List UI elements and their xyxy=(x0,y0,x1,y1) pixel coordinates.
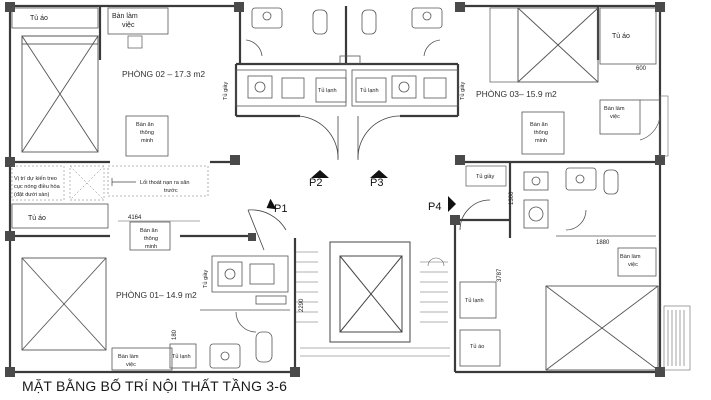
wardrobe-right-bottom xyxy=(459,329,501,367)
desk-right-bottom xyxy=(617,247,657,277)
shoe-cabinet-label-01: Tủ giầy xyxy=(202,269,209,288)
stairs xyxy=(296,251,450,357)
desk-label-room02: Bàn làm xyxy=(112,13,138,20)
room03-label: PHÒNG 03– 15.9 m2 xyxy=(476,89,557,99)
bathrooms-top xyxy=(245,7,443,65)
wardrobe-room01 xyxy=(11,203,109,229)
bed-room03 xyxy=(517,7,599,83)
dining-table-room02 xyxy=(125,115,169,157)
ac-note-line1: Vị trí dự kiến treo xyxy=(14,176,57,182)
wardrobe-label-room02: Tủ áo xyxy=(30,14,48,22)
desk-room02 xyxy=(107,7,169,35)
fridge-room01 xyxy=(169,343,197,369)
desk-room03 xyxy=(599,99,641,135)
dining-table-room03 xyxy=(521,111,565,155)
dim-3787: 3787 xyxy=(497,268,503,282)
wardrobe-label-room01: Tủ áo xyxy=(28,214,46,222)
dining-label2-room03: thông xyxy=(534,130,548,136)
plan-title: MẶT BẰNG BỐ TRÍ NỘI THẤT TẦNG 3-6 xyxy=(22,378,288,394)
wall-columns xyxy=(5,2,665,377)
desk-label2-room01: việc xyxy=(126,362,136,368)
door-marker-p3 xyxy=(370,170,388,178)
emergency-arrow xyxy=(111,178,136,186)
door-arc-p1 xyxy=(247,209,287,251)
shoe-cabinet-label-02: Tủ giầy xyxy=(222,81,229,100)
dining-label3-room01: minh xyxy=(145,244,157,250)
door-marker-p1 xyxy=(266,198,277,210)
dining-label3-room02: minh xyxy=(141,138,153,144)
dining-label2-room01: thông xyxy=(144,236,158,242)
desk-label2-room03: việc xyxy=(610,114,620,120)
bed-right-bottom xyxy=(545,285,659,371)
chair-room02 xyxy=(127,35,143,49)
dim-4164: 4164 xyxy=(128,215,142,221)
bed-room01 xyxy=(21,257,107,351)
dining-table-room01 xyxy=(129,221,171,251)
fridge-label-room01: Tủ lạnh xyxy=(172,353,191,360)
wardrobe-room02 xyxy=(11,7,99,29)
dim-2290: 2290 xyxy=(299,298,305,312)
door-marker-p4 xyxy=(448,196,456,212)
desk-label-room01: Bàn làm xyxy=(118,354,139,360)
dining-label2-room02: thông xyxy=(140,130,154,136)
fridge-label-03: Tủ lạnh xyxy=(360,87,379,94)
dining-label3-room03: minh xyxy=(535,138,547,144)
wardrobe-label-room03: Tủ áo xyxy=(612,32,630,40)
door-label-p4: P4 xyxy=(428,201,441,213)
entry-doors-p2-p3 xyxy=(295,115,401,160)
dim-180: 180 xyxy=(172,329,178,340)
fridge-label-right-bottom: Tủ lạnh xyxy=(465,297,484,304)
walls xyxy=(8,4,662,374)
room02-label: PHÒNG 02 – 17.3 m2 xyxy=(122,69,205,79)
ac-note-line3: (đặt dưới sàn) xyxy=(14,192,50,198)
emergency-exit-note: Lối thoát nạn ra sân xyxy=(140,180,189,186)
emergency-exit-note2: trước xyxy=(164,188,178,194)
bathroom-room01 xyxy=(200,309,290,369)
room01-label: PHÒNG 01– 14.9 m2 xyxy=(116,290,197,300)
door-label-p3: P3 xyxy=(370,177,383,189)
ac-outdoor-area xyxy=(11,165,105,201)
dining-label-room01: Bàn ăn xyxy=(140,228,158,234)
desk-label-right-bottom: Bàn làm xyxy=(620,254,641,260)
fridge-label-02: Tủ lạnh xyxy=(318,87,337,94)
desk-label2-room02: việc xyxy=(122,22,135,29)
dim-1300: 1300 xyxy=(509,191,515,205)
elevator-shaft xyxy=(329,241,411,343)
dim-600: 600 xyxy=(636,66,647,72)
kitchen-counter-03 xyxy=(351,69,459,107)
shoe-cabinet-label-right: Tủ giầy xyxy=(476,173,495,180)
door-marker-p2 xyxy=(311,170,329,178)
door-arc-p4 xyxy=(459,199,491,231)
shoe-cabinet-right xyxy=(465,165,507,187)
desk-label-room03: Bàn làm xyxy=(604,106,625,112)
emergency-exit-zone xyxy=(107,165,209,197)
desk-room01 xyxy=(111,347,173,371)
kitchen-counter-01 xyxy=(211,255,289,305)
door-label-p2: P2 xyxy=(309,177,322,189)
door-room03-balcony xyxy=(639,99,661,141)
bed-room02 xyxy=(21,35,99,153)
dim-1880: 1880 xyxy=(596,240,610,246)
balcony-right xyxy=(659,95,691,371)
ac-note-line2: cục nóng điều hòa xyxy=(14,184,61,190)
dining-label-room03: Bàn ăn xyxy=(530,122,548,128)
dining-label-room02: Bàn ăn xyxy=(136,122,154,128)
wardrobe-label-right-bottom: Tủ áo xyxy=(470,343,484,350)
bed-side-room03 xyxy=(489,7,519,83)
kitchen-counter-02 xyxy=(235,69,347,107)
shoe-cabinet-label-03: Tủ giầy xyxy=(459,81,466,100)
desk-label2-right-bottom: việc xyxy=(628,262,638,268)
fridge-right-bottom xyxy=(459,281,497,319)
wardrobe-room03 xyxy=(599,7,657,65)
door-label-p1: P1 xyxy=(274,203,287,215)
bathroom-right xyxy=(523,167,656,237)
